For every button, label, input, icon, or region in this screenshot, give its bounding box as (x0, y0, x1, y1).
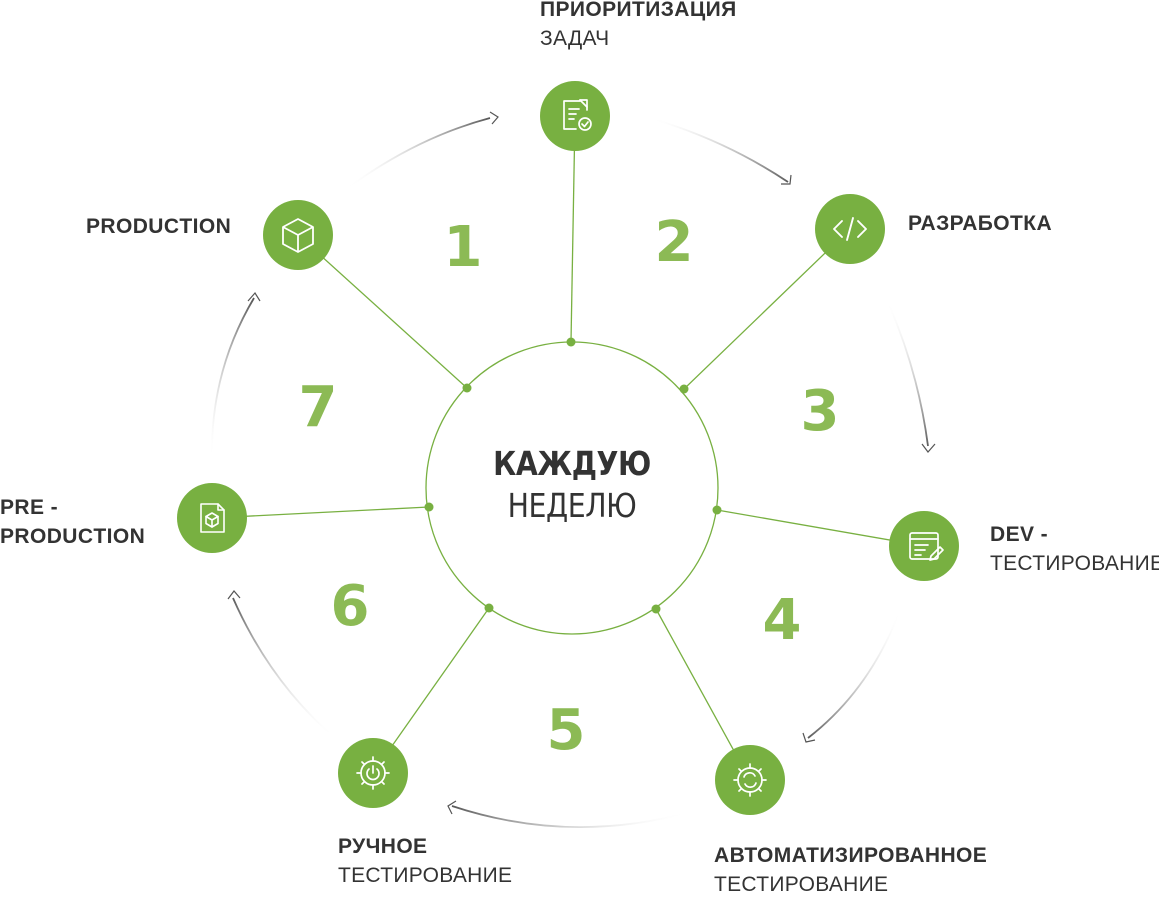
arrow-head-6 (227, 590, 241, 600)
step-number-6: 6 (330, 574, 370, 639)
stage-label-bold: АВТОМАТИЗИРОВАННОЕ (714, 844, 988, 867)
stage-label-bold: PRE - (0, 496, 59, 519)
stage-label-normal: ТЕСТИРОВАНИЕ (338, 864, 513, 887)
gear-cycle-icon (733, 763, 767, 797)
stage-label-dev-testing: DEV - ТЕСТИРОВАНИЕ (990, 520, 1159, 578)
center-line-2: НЕДЕЛЮ (507, 486, 637, 525)
stage-label-normal: ТЕСТИРОВАНИЕ (990, 552, 1159, 575)
spoke-production (297, 234, 468, 389)
file-cube-icon (200, 503, 225, 533)
stage-label-development: РАЗРАБОТКА (908, 209, 1052, 238)
cycle-arc-7 (211, 297, 255, 461)
stage-label-normal: ТЕСТИРОВАНИЕ (714, 873, 889, 896)
stage-label-bold: РУЧНОЕ (338, 835, 428, 858)
step-number-4: 4 (762, 588, 802, 653)
cycle-arc-1 (344, 117, 491, 191)
stage-label-auto-testing: АВТОМАТИЗИРОВАННОЕ ТЕСТИРОВАНИЕ (714, 841, 987, 899)
cycle-arc-5 (451, 805, 691, 828)
cycle-arc-6 (232, 597, 336, 739)
stage-label-prioritization: ПРИОРИТИЗАЦИЯ ЗАДАЧ (540, 0, 737, 53)
node-manual-testing (338, 738, 408, 808)
dot-development (679, 384, 689, 394)
code-icon (833, 217, 867, 241)
node-prioritization (540, 81, 610, 151)
node-production (263, 200, 333, 270)
stage-label-normal: ЗАДАЧ (540, 27, 610, 50)
cycle-arc-4 (807, 609, 901, 739)
dot-production (462, 383, 472, 393)
step-number-1: 1 (443, 215, 483, 280)
dot-auto-testing (651, 604, 661, 614)
stage-label-pre-production: PRE - PRODUCTION (0, 493, 145, 551)
arrow-head-2 (781, 174, 792, 185)
dot-manual-testing (484, 603, 494, 613)
spoke-pre-production (211, 506, 430, 519)
stage-label-bold: РАЗРАБОТКА (908, 212, 1053, 235)
node-pre-production (177, 483, 247, 553)
step-number-5: 5 (546, 698, 586, 763)
stage-label-bold: PRODUCTION (86, 215, 232, 238)
dot-pre-production (424, 502, 434, 512)
center-label: КАЖДУЮ НЕДЕЛЮ (427, 443, 717, 527)
center-line-1: КАЖДУЮ (493, 444, 651, 483)
stage-label-manual-testing: РУЧНОЕ ТЕСТИРОВАНИЕ (338, 832, 512, 890)
node-dev-testing (889, 511, 959, 581)
document-check-icon (563, 99, 592, 131)
step-number-7: 7 (298, 375, 338, 440)
arrow-head-1 (489, 111, 499, 125)
cycle-arrows (211, 111, 936, 828)
edit-document-icon (909, 532, 944, 561)
arrow-head-4 (802, 732, 816, 743)
stage-label-bold: ПРИОРИТИЗАЦИЯ (540, 0, 737, 21)
stage-label-production: PRODUCTION (86, 212, 231, 241)
dot-prioritization (566, 337, 576, 347)
junction-dots (424, 337, 722, 614)
node-auto-testing (715, 745, 785, 815)
cube-icon (282, 218, 314, 253)
arrow-head-3 (921, 443, 936, 453)
step-number-3: 3 (800, 379, 840, 444)
spoke-prioritization (570, 115, 576, 343)
gear-power-icon (356, 756, 390, 790)
cycle-arc-2 (649, 117, 789, 183)
spoke-dev-testing (716, 509, 925, 547)
dot-dev-testing (712, 505, 722, 515)
spoke-development (683, 228, 851, 390)
cycle-arc-3 (886, 299, 929, 447)
arrow-head-5 (447, 800, 457, 815)
step-number-2: 2 (654, 210, 694, 275)
node-development (815, 194, 885, 264)
stage-label-bold-2: PRODUCTION (0, 525, 146, 548)
arrow-head-7 (247, 291, 261, 302)
stage-label-bold: DEV - (990, 523, 1049, 546)
